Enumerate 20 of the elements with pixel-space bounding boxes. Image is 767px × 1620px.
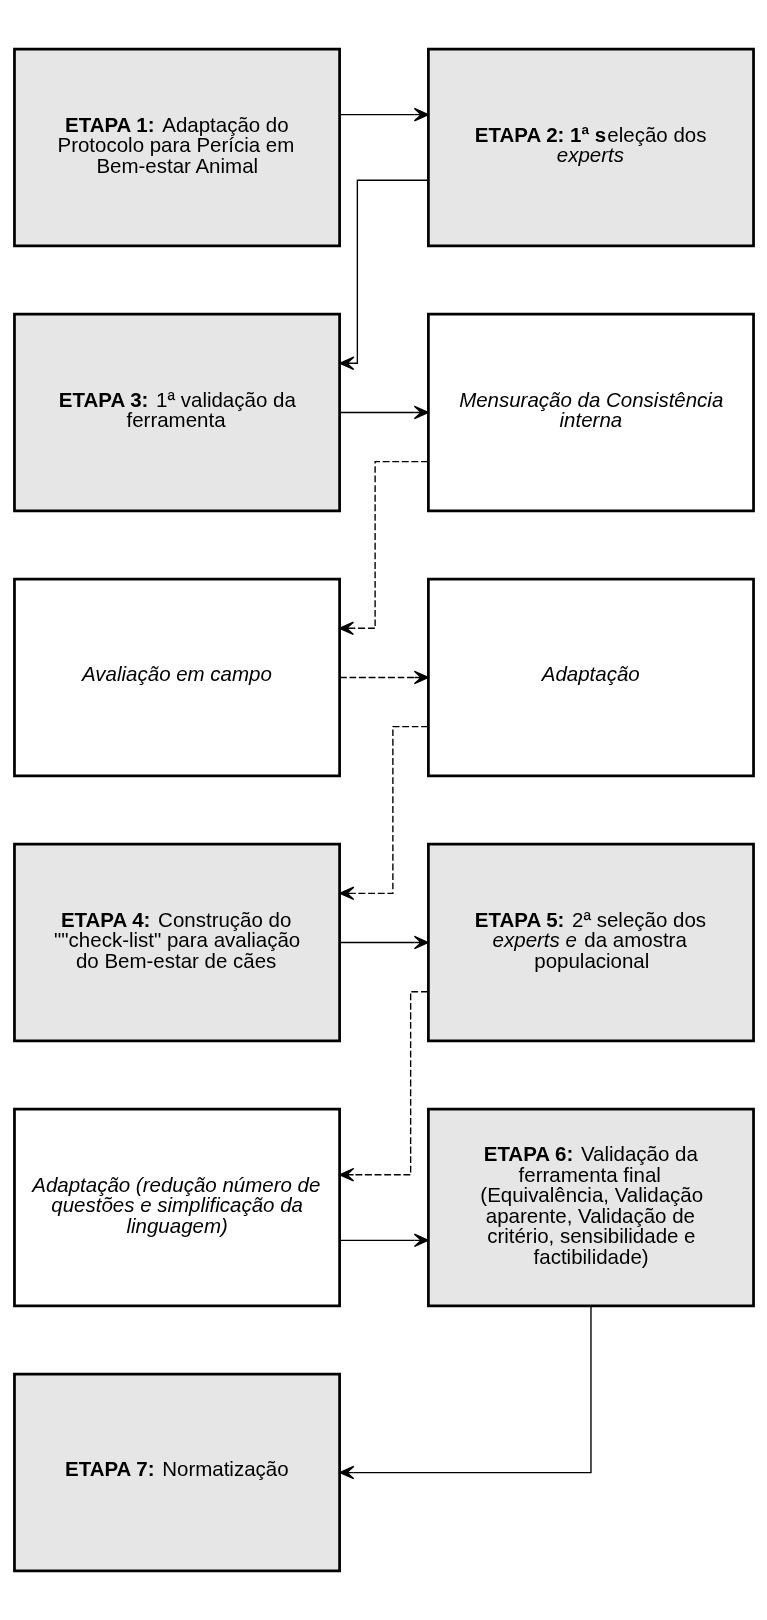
node-box: Adaptação (redução número de questões e simplificação da linguagem) [12, 1107, 341, 1308]
arrow [338, 670, 429, 685]
node-box: ETAPA 7: Normatização [12, 1372, 341, 1573]
arrow [338, 179, 429, 371]
node-box: ETAPA 5: 2ª seleção dos experts e da amostra populacional [426, 842, 755, 1043]
node-box: ETAPA 6: Validação da ferramenta final (Equivalência, Validação aparente, Validação de critério, sensibilidade e factibilidade) [426, 1107, 755, 1308]
arrow [338, 1233, 429, 1248]
node-box: Adaptação [426, 577, 755, 778]
arrow [338, 405, 429, 420]
node-box: ETAPA 3: 1ª validação da ferramenta [12, 312, 341, 513]
node-box: ETAPA 1: Adaptação do Protocolo para Perícia em Bem-estar Animal [12, 47, 341, 248]
arrow [338, 935, 429, 950]
arrow [338, 460, 429, 636]
node-box: Avaliação em campo [12, 577, 341, 778]
node-box: ETAPA 2: 1ª seleção dos experts [426, 47, 755, 248]
arrow [338, 726, 429, 901]
node-box: Mensuração da Consistência interna [426, 312, 755, 513]
arrow [338, 107, 429, 122]
node-box: ETAPA 4: Construção do ""check-list" para avaliação do Bem-estar de cães [12, 842, 341, 1043]
arrow [338, 1305, 592, 1480]
